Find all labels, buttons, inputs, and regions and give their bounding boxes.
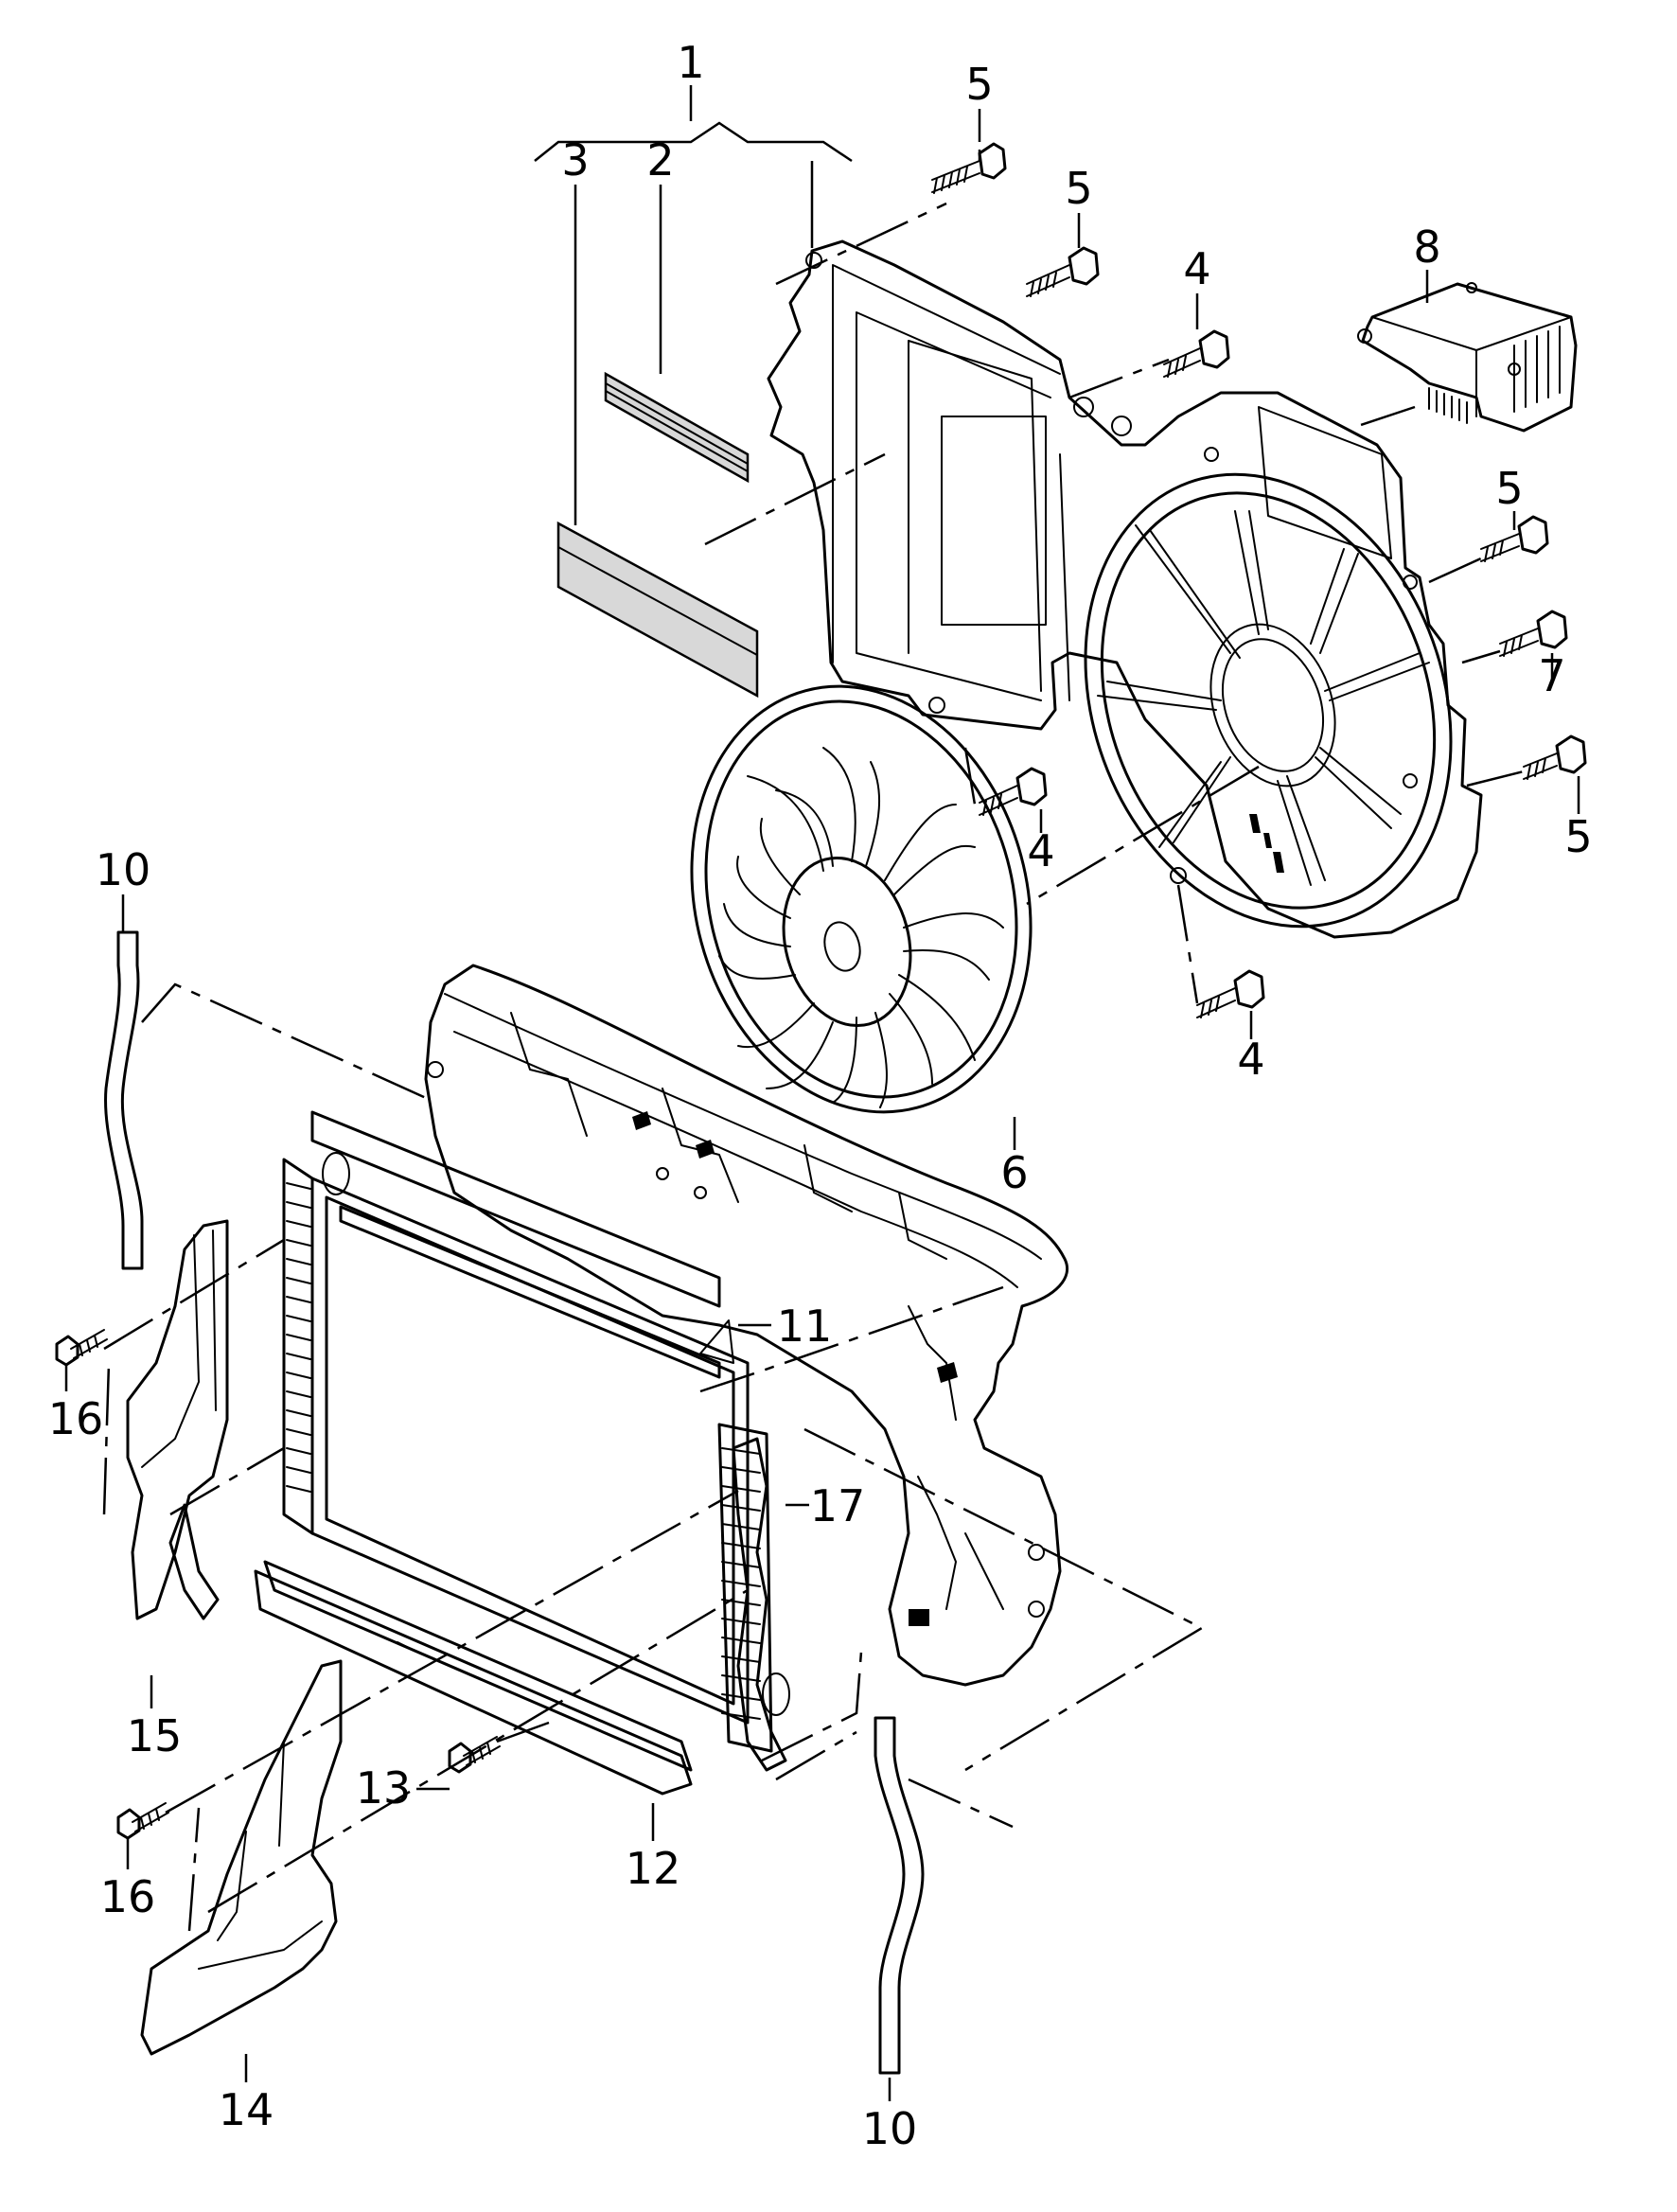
callout-5-second: 5 (1065, 163, 1092, 214)
seal-11 (339, 1205, 734, 1379)
bolt-5-second (1026, 246, 1100, 297)
bolt-5-lower-right (1523, 734, 1587, 780)
seal-strip-2 (604, 371, 750, 484)
callout-5-lower-right: 5 (1564, 811, 1592, 862)
callout-5-right: 5 (1495, 463, 1523, 514)
bolt-7 (1499, 610, 1568, 657)
lock-carrier (424, 964, 1069, 1687)
callout-15: 15 (127, 1710, 183, 1761)
bolt-4-lower (1196, 969, 1265, 1018)
seal-12 (254, 1569, 693, 1796)
bolt-4-middle (979, 767, 1048, 816)
callout-16-lower: 16 (100, 1871, 156, 1922)
seal-10-right (874, 1716, 925, 2075)
bolt-5-top (931, 142, 1007, 194)
seal-strip-3 (556, 521, 759, 699)
callout-11: 11 (777, 1301, 833, 1352)
callout-12: 12 (626, 1843, 681, 1894)
callout-4-lower: 4 (1237, 1034, 1264, 1085)
callout-2: 2 (646, 134, 674, 186)
fan-assembly (690, 684, 1033, 1114)
radiator (263, 1110, 790, 1772)
seal-10-left (104, 930, 144, 1270)
bolt-5-right (1480, 515, 1549, 562)
callout-3: 3 (561, 134, 589, 186)
callout-7: 7 (1538, 650, 1565, 701)
callout-1: 1 (677, 37, 704, 88)
callout-4-middle: 4 (1027, 825, 1054, 876)
callout-16-upper: 16 (48, 1393, 104, 1444)
callout-13: 13 (356, 1762, 412, 1814)
fan-control-unit (1357, 282, 1578, 433)
air-guide-14 (140, 1659, 343, 2056)
callout-10-left: 10 (96, 844, 151, 895)
callout-4-top: 4 (1183, 243, 1210, 294)
bolt-4-top (1163, 329, 1230, 378)
callout-8: 8 (1413, 221, 1440, 273)
callout-14: 14 (219, 2084, 274, 2135)
callout-labels: 1 2 3 5 5 4 8 5 7 5 4 4 6 10 11 16 17 15… (48, 37, 1593, 2154)
callout-6: 6 (1000, 1147, 1028, 1198)
screw-13 (448, 1736, 501, 1774)
callout-17: 17 (810, 1480, 866, 1531)
fan-shroud-ring (1084, 472, 1453, 929)
screw-16-upper (55, 1329, 108, 1367)
callout-5-top: 5 (965, 59, 993, 110)
air-guide-15 (126, 1219, 229, 1620)
bracket-17 (732, 1437, 787, 1772)
fan-shroud (767, 239, 1483, 939)
callout-10-right: 10 (862, 2103, 918, 2154)
assembly-lines (102, 202, 1525, 1932)
screw-16-lower (116, 1802, 169, 1840)
leader-lines (64, 85, 1580, 2101)
